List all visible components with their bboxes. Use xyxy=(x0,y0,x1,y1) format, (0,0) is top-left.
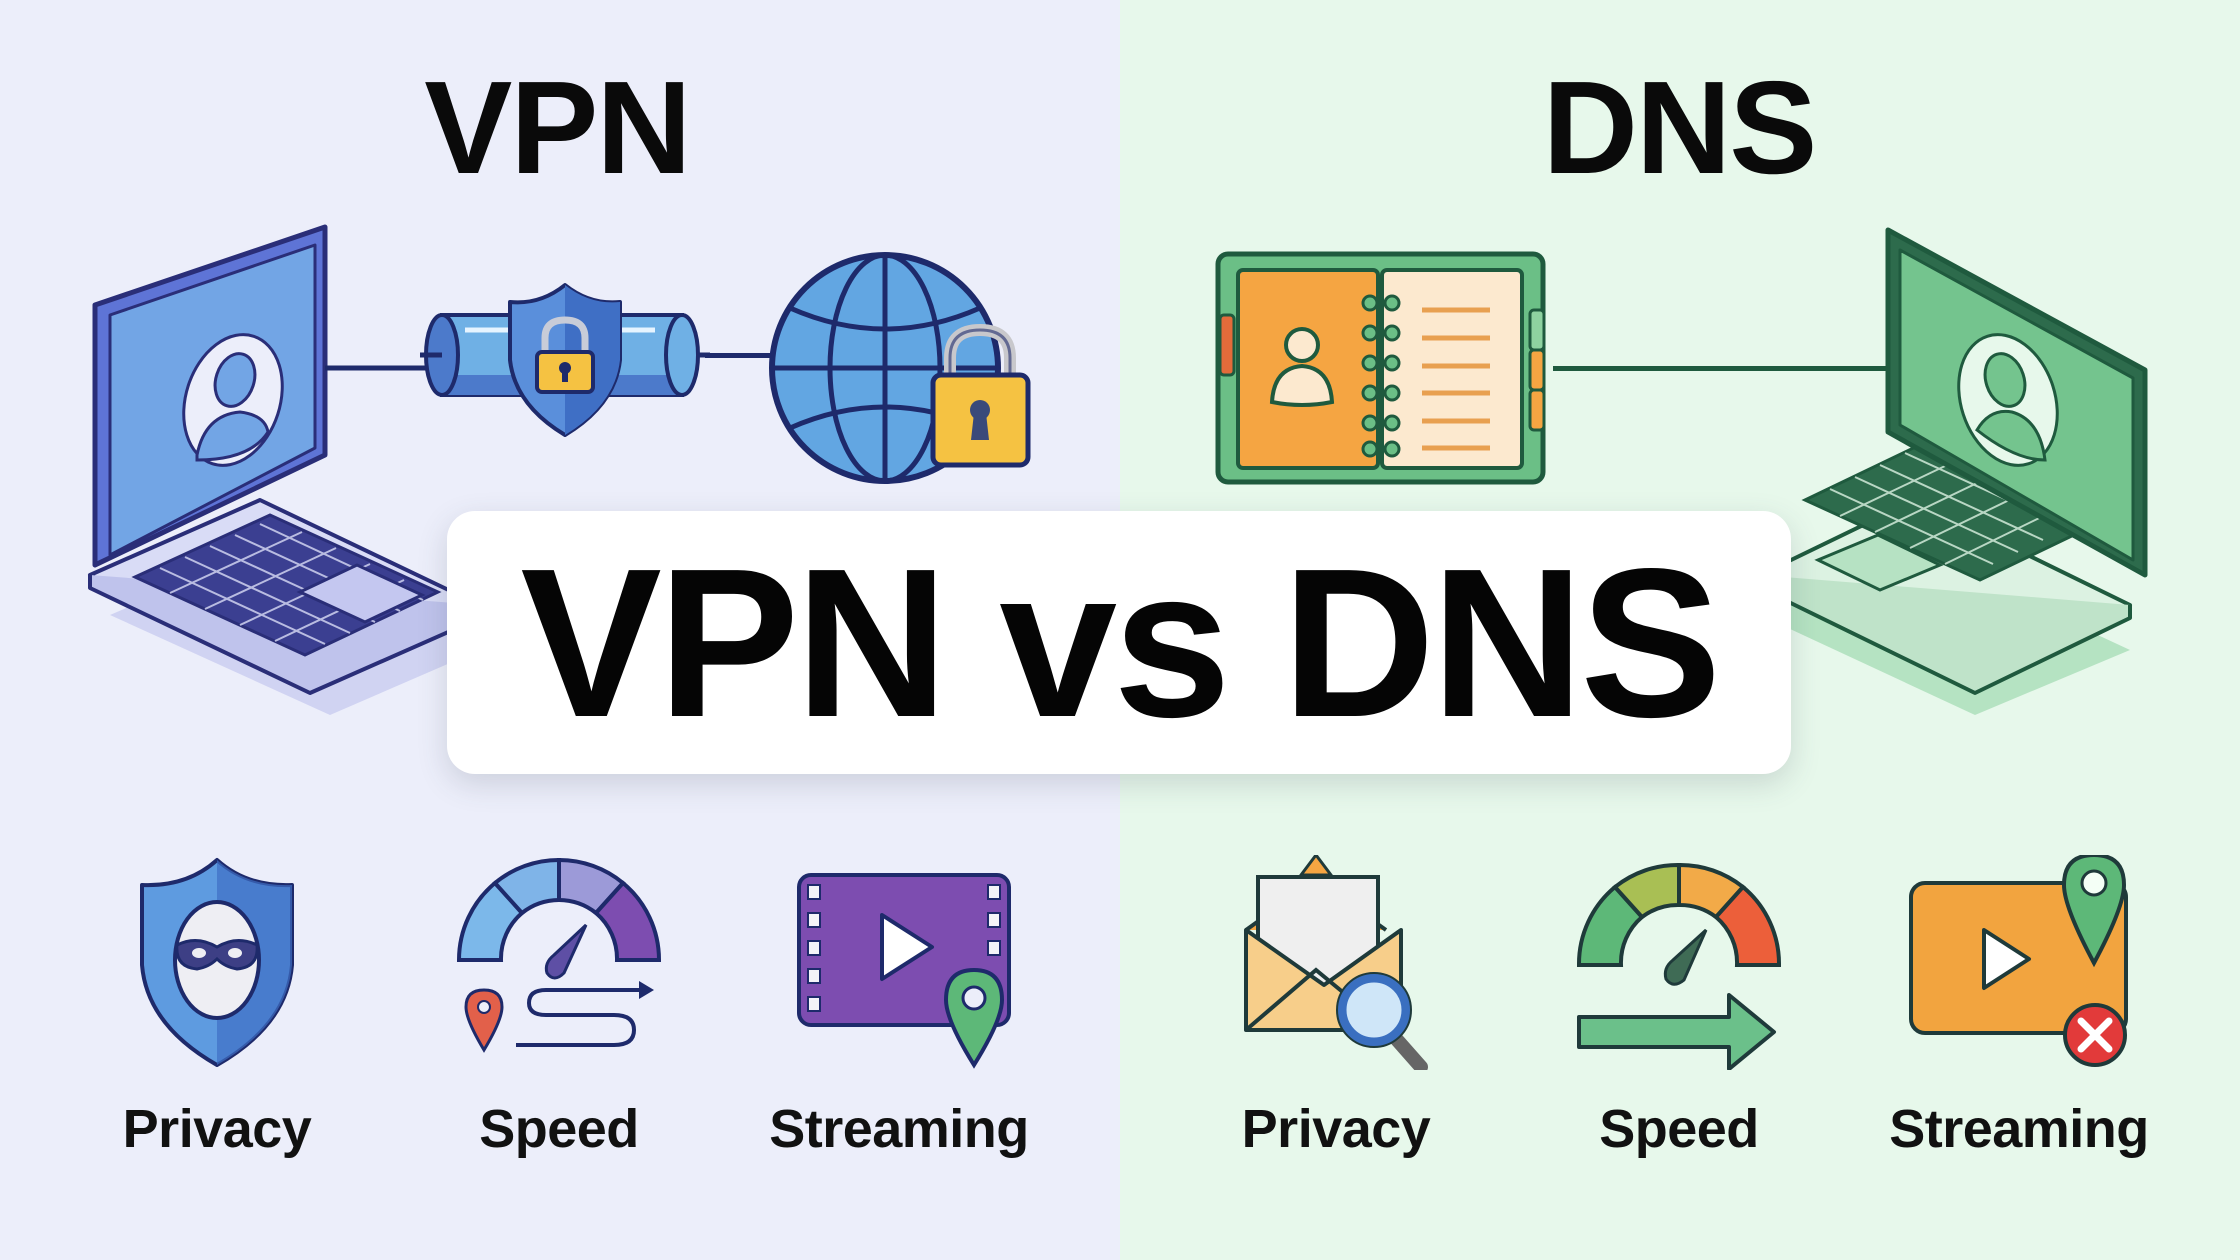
dns-feature-speed: Speed xyxy=(1529,855,1829,1160)
dns-title: DNS xyxy=(1542,54,1818,201)
feature-label: Streaming xyxy=(769,1099,1029,1159)
feature-label: Speed xyxy=(479,1099,639,1159)
vpn-feature-privacy: Privacy xyxy=(67,855,367,1160)
connector-line xyxy=(705,353,770,358)
encrypted-tunnel-icon xyxy=(420,283,710,437)
address-book-icon xyxy=(1215,251,1546,485)
vpn-feature-streaming: Streaming xyxy=(749,855,1049,1160)
connector-line xyxy=(1553,366,1888,371)
dns-feature-streaming: Streaming xyxy=(1869,855,2169,1160)
envelope-magnifier-icon xyxy=(1244,855,1428,1070)
feature-label: Privacy xyxy=(1241,1099,1431,1159)
feature-label: Privacy xyxy=(122,1099,312,1159)
speedometer-route-icon xyxy=(456,857,662,1053)
vpn-title: VPN xyxy=(424,54,691,201)
main-title: VPN vs DNS xyxy=(520,523,1721,761)
feature-label: Speed xyxy=(1599,1099,1759,1159)
dns-feature-privacy: Privacy xyxy=(1186,855,1486,1160)
masked-shield-icon xyxy=(140,858,294,1067)
dns-laptop-icon xyxy=(1758,227,2148,715)
video-blocked-location-icon xyxy=(1909,855,2128,1067)
speedometer-arrow-icon xyxy=(1576,862,1782,1070)
shield-lock-icon xyxy=(508,283,622,437)
film-location-icon xyxy=(797,873,1011,1069)
feature-label: Streaming xyxy=(1889,1099,2149,1159)
globe-lock-icon xyxy=(769,252,1031,484)
vpn-feature-speed: Speed xyxy=(409,855,709,1160)
title-card: VPN vs DNS xyxy=(447,511,1791,774)
vpn-laptop-icon xyxy=(88,224,482,715)
